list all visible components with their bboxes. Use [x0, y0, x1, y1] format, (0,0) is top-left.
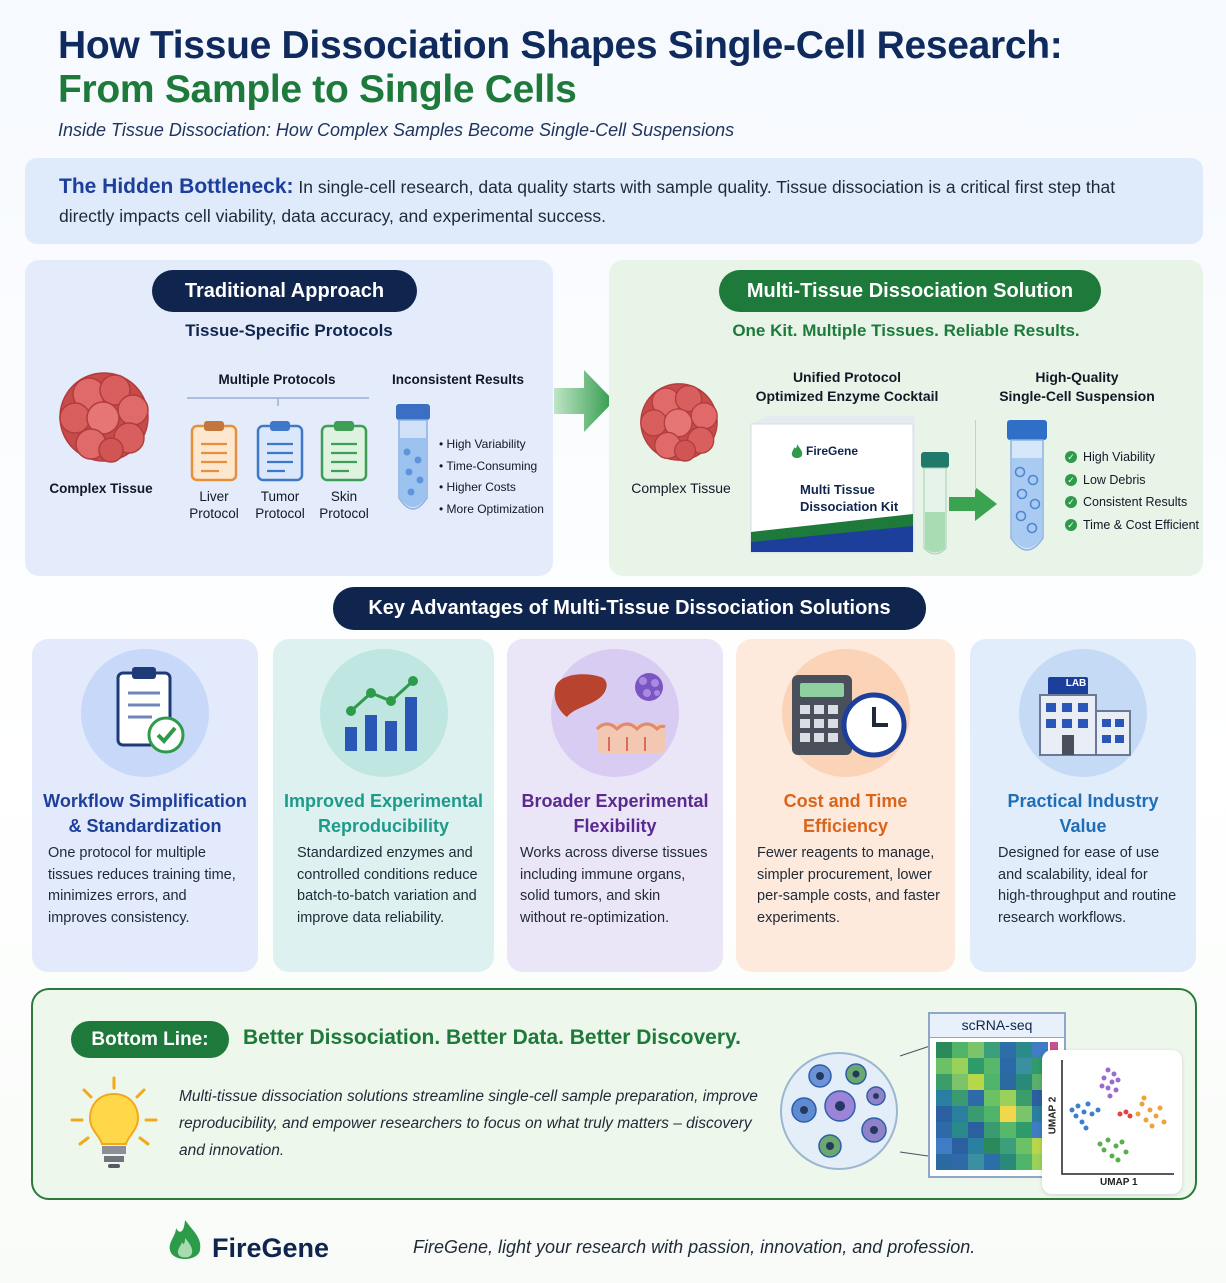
advantage-body: One protocol for multiple tissues reduce… [48, 845, 236, 926]
page-title: How Tissue Dissociation Shapes Single-Ce… [58, 24, 1063, 67]
advantage-body: Fewer reagents to manage, simpler procur… [757, 845, 940, 926]
bottleneck-text: In single-cell research, data quality st… [59, 177, 1116, 226]
divider [975, 420, 976, 490]
bottleneck-callout: The Hidden Bottleneck: In single-cell re… [25, 158, 1203, 244]
bar-chart-icon [345, 676, 418, 751]
advantage-icon-circle [319, 649, 448, 777]
kit-brand-label: FireGene [806, 444, 859, 458]
solution-panel: Multi-Tissue Dissociation Solution One K… [609, 260, 1203, 576]
bottom-line-headline: Better Dissociation. Better Data. Better… [243, 1026, 741, 1049]
complex-tissue-icon [640, 383, 718, 462]
single-cells-dish-icon [780, 1052, 898, 1170]
complex-tissue-label: Complex Tissue [49, 481, 153, 496]
benefit-item: ✓Consistent Results [1065, 491, 1199, 514]
complex-tissue-label: Complex Tissue [631, 480, 731, 496]
umap-x-label: UMAP 1 [1100, 1177, 1138, 1188]
advantage-icon-circle [551, 649, 679, 777]
multiple-protocols-label: Multiple Protocols [218, 372, 336, 387]
footer-brand: FireGene [212, 1233, 330, 1263]
issue-item: • High Variability [439, 437, 526, 451]
check-icon: ✓ [1065, 451, 1077, 464]
traditional-issues-list: • High Variability • Time-Consuming • Hi… [439, 434, 544, 520]
umap-plot: UMAP 1 UMAP 2 [1042, 1050, 1182, 1194]
solution-pill: Multi-Tissue Dissociation Solution [719, 270, 1101, 312]
issue-item: • Higher Costs [439, 480, 516, 494]
benefit-item: ✓Time & Cost Efficient [1065, 514, 1199, 537]
lab-sign-label: LAB [1065, 678, 1087, 689]
result-arrow-icon [949, 487, 997, 521]
inconsistent-results-label: Inconsistent Results [391, 372, 525, 387]
calculator-clock-icon [792, 675, 907, 758]
advantage-card-workflow: Workflow Simplification& Standardization… [32, 639, 258, 972]
benefit-item: ✓High Viability [1065, 446, 1199, 469]
dissociation-kit-box [750, 416, 915, 554]
benefit-item: ✓Low Debris [1065, 469, 1199, 492]
liver-protocol-icon [190, 421, 238, 482]
lab-building-icon [1039, 677, 1131, 756]
tissues-icon [554, 673, 666, 753]
lightbulb-icon [70, 1076, 158, 1168]
complex-tissue-icon [59, 372, 149, 463]
firegene-logo-icon [169, 1220, 201, 1259]
check-icon: ✓ [1065, 496, 1077, 509]
bottom-line-body: Multi-tissue dissociation solutions stre… [179, 1088, 758, 1159]
issue-item: • Time-Consuming [439, 458, 538, 473]
umap-y-label: UMAP 2 [1047, 1096, 1059, 1135]
umap-scatter [1061, 1060, 1174, 1175]
advantage-body: Standardized enzymes and controlled cond… [297, 845, 478, 926]
firegene-flame-icon [791, 444, 803, 458]
footer-tagline: FireGene, light your research with passi… [413, 1237, 976, 1257]
protocol-bracket [187, 397, 369, 406]
advantage-body: Works across diverse tissues including i… [520, 845, 708, 926]
tumor-protocol-icon [256, 421, 304, 482]
solution-tagline: One Kit. Multiple Tissues. Reliable Resu… [732, 321, 1080, 340]
single-cell-suspension-tube-icon [1007, 420, 1047, 551]
clipboard-check-icon [116, 667, 185, 754]
tissue-specific-heading: Tissue-Specific Protocols [185, 321, 393, 340]
check-icon: ✓ [1065, 473, 1077, 486]
heatmap-grid [936, 1042, 1058, 1170]
solution-benefits-list: ✓High Viability ✓Low Debris ✓Consistent … [1065, 446, 1199, 536]
bottleneck-heading: The Hidden Bottleneck: [59, 175, 294, 198]
traditional-approach-pill: Traditional Approach [152, 270, 417, 312]
transition-arrow-icon [554, 370, 614, 432]
skin-protocol-icon [320, 421, 368, 482]
test-tube-icon [396, 404, 430, 510]
advantage-body: Designed for ease of use and scalability… [998, 845, 1177, 926]
enzyme-tube-icon [921, 452, 949, 555]
check-icon: ✓ [1065, 518, 1077, 531]
advantage-title: Workflow Simplification& Standardization [43, 791, 247, 836]
traditional-approach-panel: Traditional Approach Tissue-Specific Pro… [25, 260, 553, 576]
heatmap-title: scRNA-seq [930, 1014, 1064, 1038]
page-title-line2: From Sample to Single Cells [58, 68, 577, 111]
bottom-line-pill: Bottom Line: [71, 1021, 229, 1058]
key-advantages-pill: Key Advantages of Multi-Tissue Dissociat… [333, 587, 926, 630]
page-subtitle: Inside Tissue Dissociation: How Complex … [58, 120, 735, 140]
issue-item: • More Optimization [439, 501, 544, 516]
